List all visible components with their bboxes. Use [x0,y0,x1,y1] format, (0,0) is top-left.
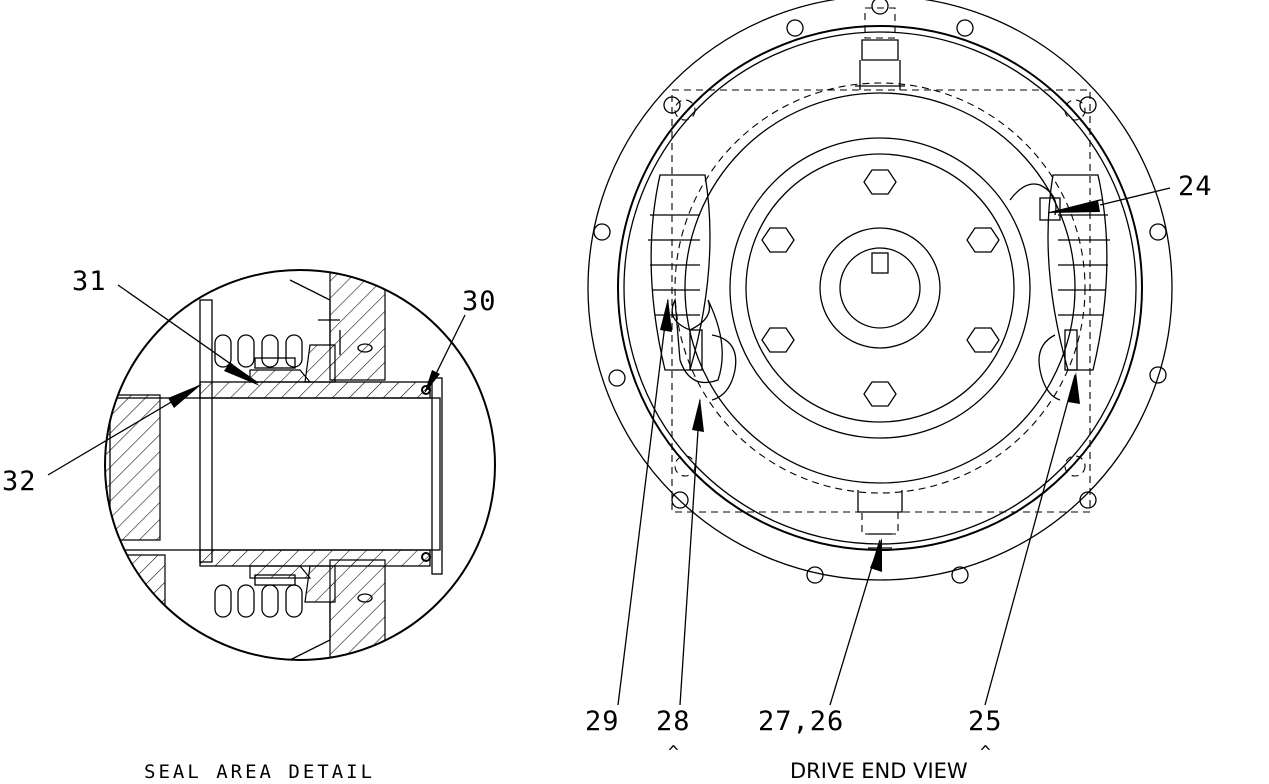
end-bell [684,92,1076,484]
outer-flange [587,0,1173,581]
arrow-31 [224,362,260,386]
callout-29: 29 [585,706,620,737]
caption-drive-end-view: DRIVE END VIEW [790,759,968,783]
callout-25: 25 [968,706,1003,737]
seal-springs-bottom [214,574,303,618]
caption-seal-area-detail: SEAL AREA DETAIL [144,761,375,783]
callout-27-26: 27,26 [758,706,844,737]
shaft-sleeve-bottom [199,549,431,567]
arrow-29 [660,298,672,332]
callout-30: 30 [462,286,497,317]
left-housing-hatch [105,394,161,541]
arrow-30 [424,370,440,394]
arrow-24 [1050,200,1100,213]
callout-24: 24 [1178,171,1213,202]
seal-springs-top [214,334,303,369]
shaft-end [839,247,921,329]
arrow-27-26 [870,538,882,572]
arrow-28 [692,398,704,432]
shaft-sleeve-top [199,381,431,399]
callout-31: 31 [72,266,107,297]
caret-28: ^ [668,742,680,763]
flange-ring [617,25,1143,551]
arrow-32 [168,384,202,408]
seal-area-detail: 30 31 32 SEAL AREA DETAIL [2,266,497,783]
right-housing-hatch [329,270,386,381]
drive-end-view: 24 25 ^ 27,26 28 ^ 29 DRIVE END VIEW [585,0,1213,783]
callout-28: 28 [656,706,691,737]
bearing-housing-hidden [671,89,1091,513]
shaft-hub [819,227,941,349]
brush-window-right [1009,174,1110,401]
brush-window-left [648,174,737,401]
flange-bolt-holes [593,0,1167,584]
caret-25: ^ [980,742,992,763]
shaft-key [871,252,889,274]
arrow-25 [1068,372,1080,404]
bearing-cap [729,137,1031,439]
cap-hex-bolts [761,169,1000,407]
callout-32: 32 [2,466,37,497]
